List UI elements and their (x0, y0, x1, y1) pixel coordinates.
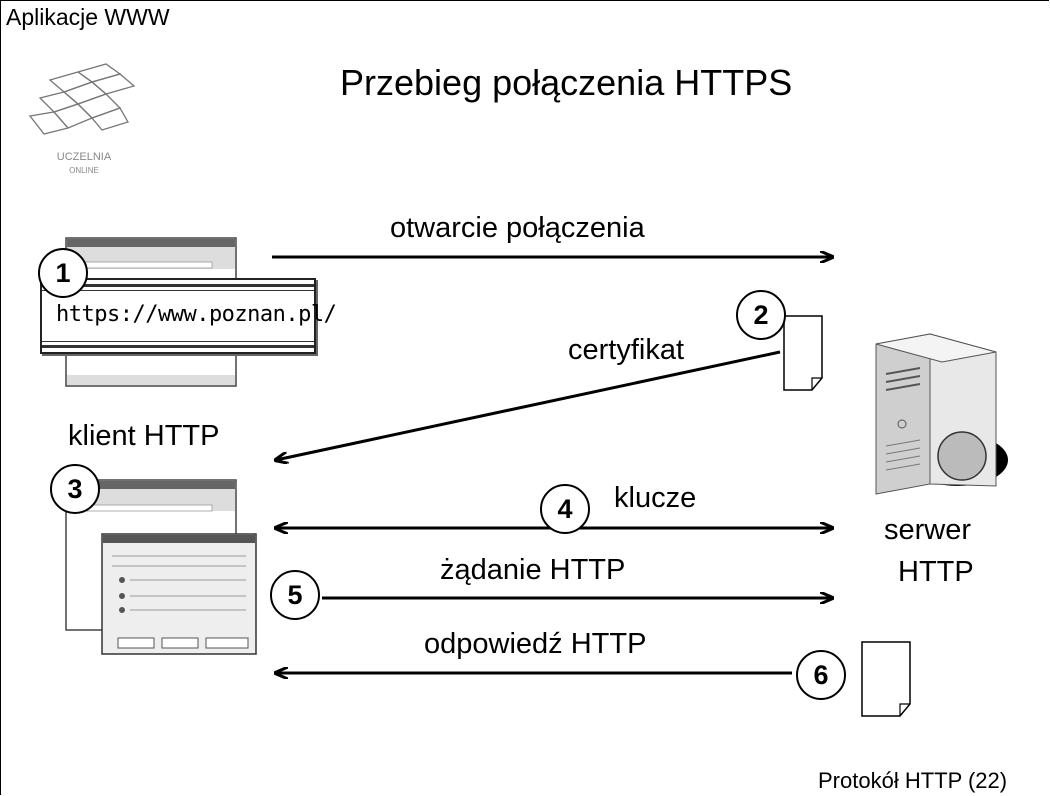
label-server-line1: serwer (884, 514, 972, 546)
certificate-document-icon (783, 315, 823, 391)
logo-icon: UCZELNIA ONLINE (28, 63, 136, 175)
label-client: klient HTTP (68, 420, 220, 452)
logo-text-line1: UCZELNIA (57, 151, 112, 163)
page-title: Przebieg połączenia HTTPS (340, 62, 793, 103)
logo-text-line2: ONLINE (69, 166, 99, 175)
security-alert-dialog (101, 533, 257, 655)
label-open-connection: otwarcie połączenia (390, 212, 645, 244)
step-6-badge: 6 (796, 650, 846, 700)
response-document-icon (861, 641, 911, 717)
url-address-bar[interactable]: https://www.poznan.pl/ (40, 278, 337, 354)
label-certificate: certyfikat (568, 334, 685, 366)
url-text: https://www.poznan.pl/ (56, 302, 337, 327)
footer-page-label: Protokół HTTP (22) (818, 768, 1008, 793)
header-label: Aplikacje WWW (6, 4, 170, 30)
step-4-badge: 4 (540, 484, 590, 534)
step-5-badge: 5 (270, 570, 320, 620)
label-http-request: żądanie HTTP (440, 554, 626, 586)
step-3-badge: 3 (50, 464, 100, 514)
label-http-response: odpowiedź HTTP (424, 628, 647, 660)
label-keys: klucze (614, 482, 697, 514)
arrow-certificate (276, 350, 781, 460)
label-server-line2: HTTP (898, 556, 974, 588)
server-icon (875, 333, 1008, 495)
step-1-badge: 1 (38, 248, 88, 298)
step-2-badge: 2 (736, 290, 786, 340)
